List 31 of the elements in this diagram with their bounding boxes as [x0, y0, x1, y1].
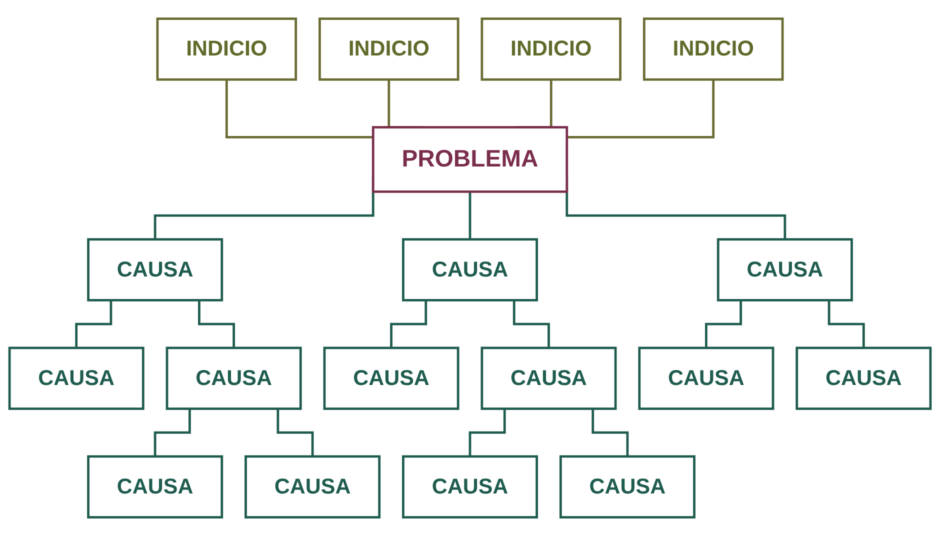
connector: [75, 300, 112, 350]
node-box: CAUSA: [244, 455, 381, 518]
node-box: CAUSA: [402, 455, 538, 518]
connector: [225, 80, 374, 138]
connector: [390, 300, 428, 350]
connector: [154, 408, 191, 458]
node-box: CAUSA: [559, 455, 696, 518]
connector: [592, 408, 629, 458]
node-box: CAUSA: [638, 346, 774, 410]
node-box: CAUSA: [87, 455, 224, 518]
node-box: INDICIO: [156, 18, 298, 81]
node-box: CAUSA: [323, 346, 460, 410]
node-box: CAUSA: [166, 346, 302, 410]
node-box: INDICIO: [480, 18, 622, 81]
connector: [276, 408, 314, 458]
node-box: CAUSA: [402, 238, 538, 302]
connector: [566, 80, 715, 138]
node-box: INDICIO: [642, 18, 784, 81]
node-box: CAUSA: [480, 346, 617, 410]
node-box: CAUSA: [716, 238, 853, 302]
connector: [198, 300, 235, 350]
node-box: CAUSA: [796, 346, 932, 410]
node-box: CAUSA: [8, 346, 144, 410]
node-box: PROBLEMA: [372, 126, 568, 193]
connector: [468, 408, 506, 458]
node-box: INDICIO: [318, 18, 460, 81]
connector: [468, 192, 472, 241]
connector: [705, 300, 742, 350]
connector: [828, 300, 865, 350]
node-box: CAUSA: [87, 238, 224, 302]
connector: [512, 300, 550, 350]
